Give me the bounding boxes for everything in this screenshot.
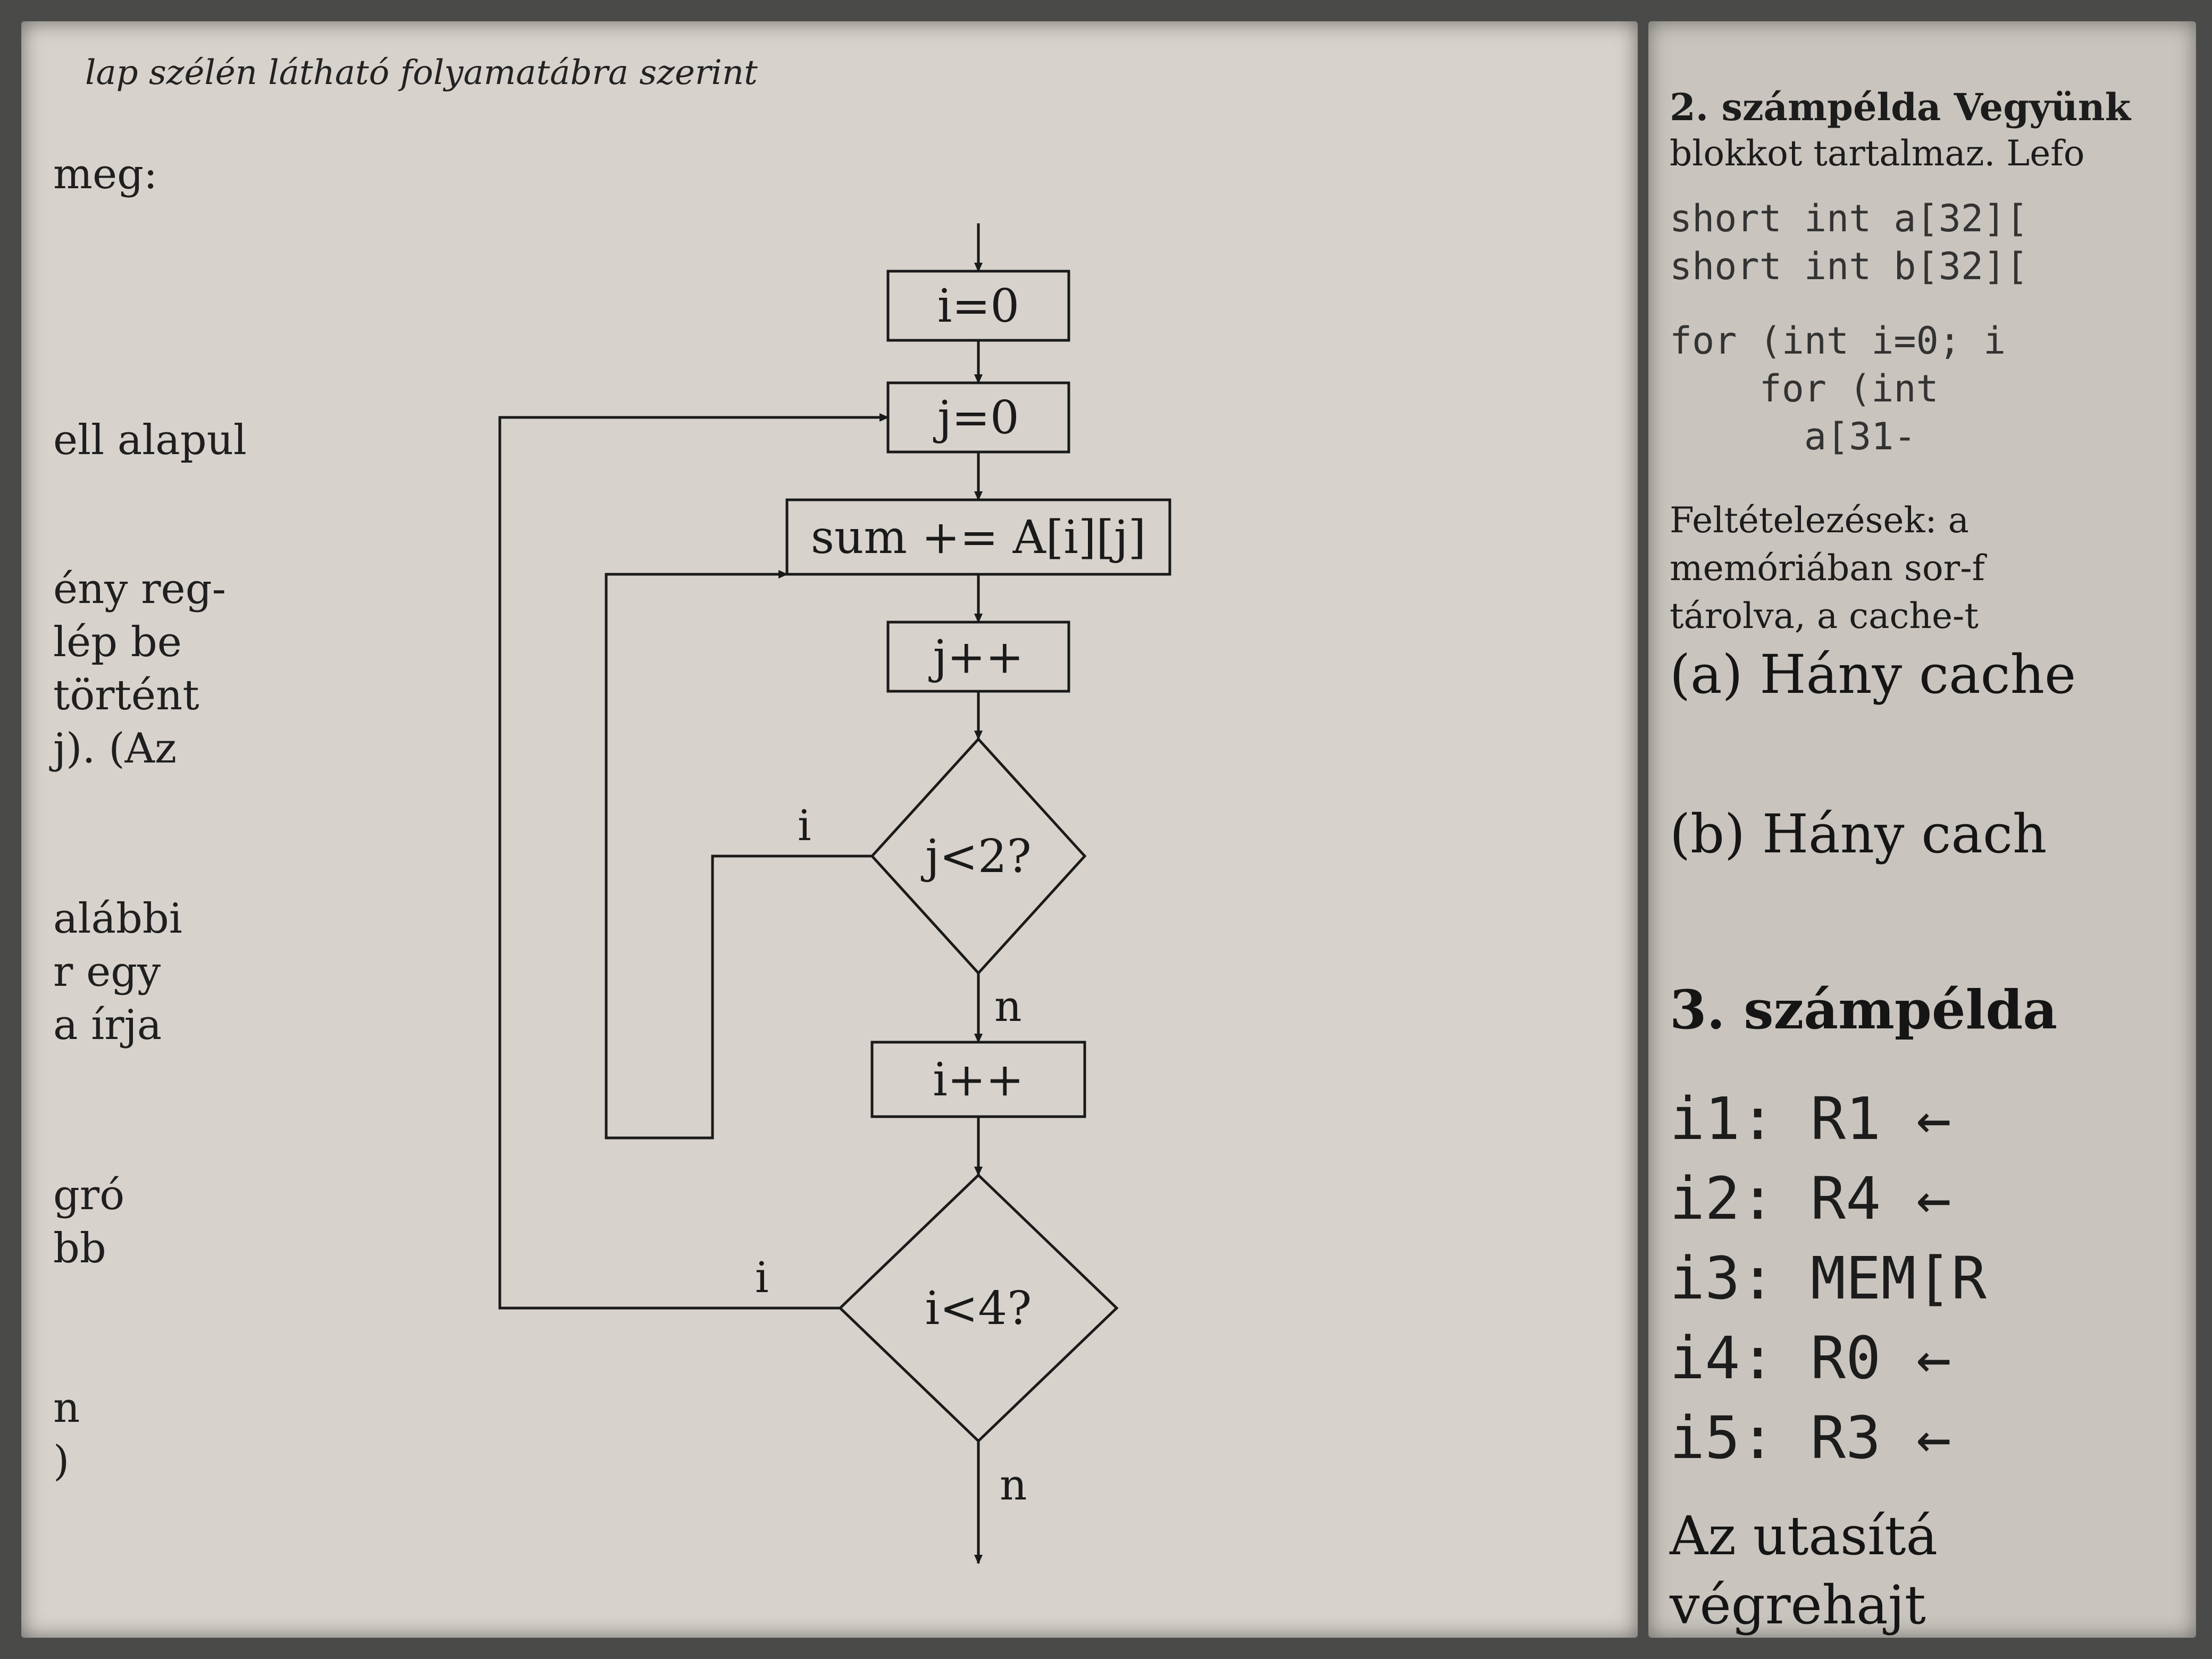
left-page: lap szélén látható folyamatábra szerint …	[21, 21, 1638, 1638]
margin-fragment: meg:	[53, 150, 158, 198]
node-j-inc-label: j++	[928, 631, 1024, 684]
code-line: short int a[32][	[1670, 197, 2029, 240]
node-j-init-label: j=0	[933, 391, 1019, 445]
instruction-line: i4: R0 ←	[1670, 1324, 1951, 1392]
flowchart: i=0 j=0 sum += A[i][j] j++ j<2? i++ i<4?…	[498, 223, 1171, 1564]
code-line: short int b[32][	[1670, 245, 2029, 288]
margin-fragment: lép be	[53, 618, 182, 666]
node-i-cond-label: i<4?	[925, 1282, 1032, 1335]
margin-fragment: ény reg-	[53, 565, 226, 613]
code-line: a[31-	[1670, 415, 1916, 458]
margin-fragment: alábbi	[53, 895, 182, 943]
node-i-init-label: i=0	[937, 280, 1019, 333]
instruction-line: i2: R4 ←	[1670, 1164, 1951, 1233]
example-3-title: 3. számpélda	[1670, 978, 2058, 1041]
margin-fragment: történt	[53, 672, 199, 719]
margin-fragment: bb	[53, 1225, 106, 1272]
code-line: for (int i=0; i	[1670, 319, 2006, 363]
j-loop-line	[605, 570, 872, 1139]
j-cond-no-label: n	[994, 982, 1022, 1031]
margin-fragment: ell alapul	[53, 416, 247, 464]
assumption-line: Feltételezések: a	[1670, 500, 1969, 541]
i-cond-yes-label: i	[755, 1253, 769, 1302]
instruction-line: i3: MEM[R	[1670, 1244, 1987, 1312]
node-j-cond-label: j<2?	[920, 830, 1032, 883]
assumption-line: tárolva, a cache-t	[1670, 596, 1979, 636]
page-header: lap szélén látható folyamatábra szerint	[85, 53, 758, 93]
assumption-line: memóriában sor-f	[1670, 548, 1985, 589]
margin-fragment: r egy	[53, 948, 161, 996]
margin-fragment: gró	[53, 1171, 125, 1219]
margin-fragment: n	[53, 1384, 80, 1432]
i-loop-line	[498, 413, 889, 1310]
code-line: for (int	[1670, 367, 1939, 410]
example-2-text: blokkot tartalmaz. Lefo	[1670, 133, 2085, 174]
margin-fragment: a írja	[53, 1001, 162, 1049]
example-2-title: 2. számpélda Vegyünk	[1670, 85, 2131, 129]
j-cond-yes-label: i	[798, 801, 811, 850]
footer-text: Az utasítá	[1670, 1505, 1938, 1567]
i-cond-no-label: n	[1000, 1460, 1027, 1510]
question-a: (a) Hány cache	[1670, 643, 2076, 706]
instruction-line: i1: R1 ←	[1670, 1085, 1951, 1153]
node-sum-label: sum += A[i][j]	[811, 511, 1146, 564]
question-b: (b) Hány cach	[1670, 803, 2047, 865]
node-i-inc-label: i++	[933, 1053, 1024, 1107]
margin-fragment: )	[53, 1437, 70, 1485]
footer-text: végrehajt	[1670, 1574, 1926, 1636]
instruction-line: i5: R3 ←	[1670, 1404, 1951, 1472]
right-page: 2. számpélda Vegyünk blokkot tartalmaz. …	[1648, 21, 2196, 1638]
margin-fragment: j). (Az	[53, 725, 177, 773]
